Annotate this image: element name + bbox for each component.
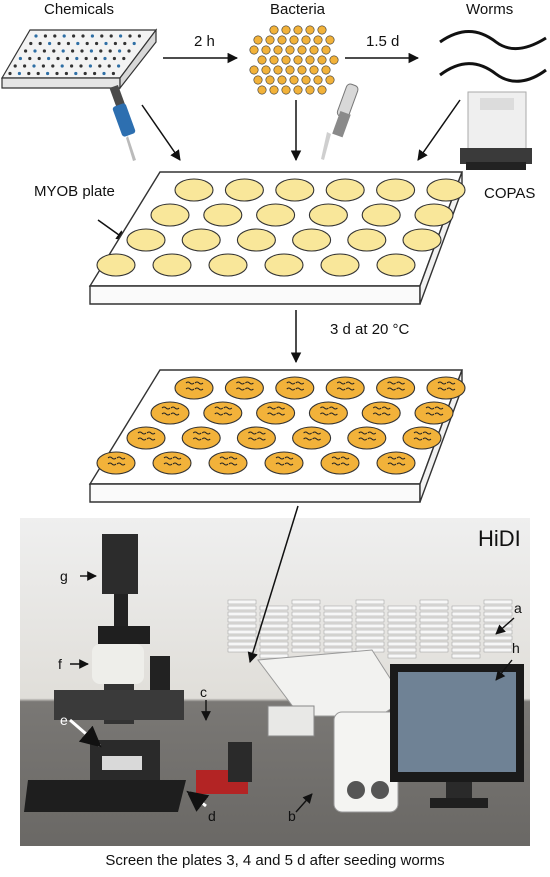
label-myob-plate: MYOB plate (34, 183, 115, 200)
label-chemicals: Chemicals (44, 1, 115, 18)
photo-label-f: f (58, 656, 62, 672)
photo-label-g: g (60, 568, 68, 584)
label-worms: Worms (466, 1, 514, 18)
label-bacteria: Bacteria (270, 1, 326, 18)
photo-label-e: e (60, 712, 68, 728)
chemical-plate-icon (0, 28, 158, 90)
arrow-worms-to-plate (417, 99, 461, 161)
photo-label-a: a (514, 600, 522, 616)
hidi-photo (20, 518, 530, 846)
microscope (24, 534, 186, 812)
label-incubation: 3 d at 20 °C (330, 321, 410, 338)
label-time-2h: 2 h (194, 33, 215, 50)
label-copas: COPAS (484, 185, 536, 202)
photo-label-h: h (512, 640, 520, 656)
plate-gripper (196, 742, 252, 794)
arrow-chem-to-plate (141, 104, 181, 161)
pipette-right-icon (321, 83, 359, 160)
bacteria-icon (249, 25, 339, 95)
figure-caption: Screen the plates 3, 4 and 5 d after see… (105, 852, 445, 869)
photo-label-c: c (200, 684, 207, 700)
photo-title: HiDI (478, 526, 521, 551)
monitor (390, 664, 524, 808)
pipette-left-icon (109, 84, 136, 161)
arrow-to-hidi (247, 505, 299, 664)
photo-label-b: b (288, 808, 296, 824)
plate-with-worms (88, 369, 466, 503)
worms-icon (439, 30, 547, 83)
copas-machine-icon (460, 91, 532, 170)
photo-label-d: d (208, 808, 216, 824)
label-time-1-5d: 1.5 d (366, 33, 400, 50)
myob-plate (88, 171, 466, 305)
